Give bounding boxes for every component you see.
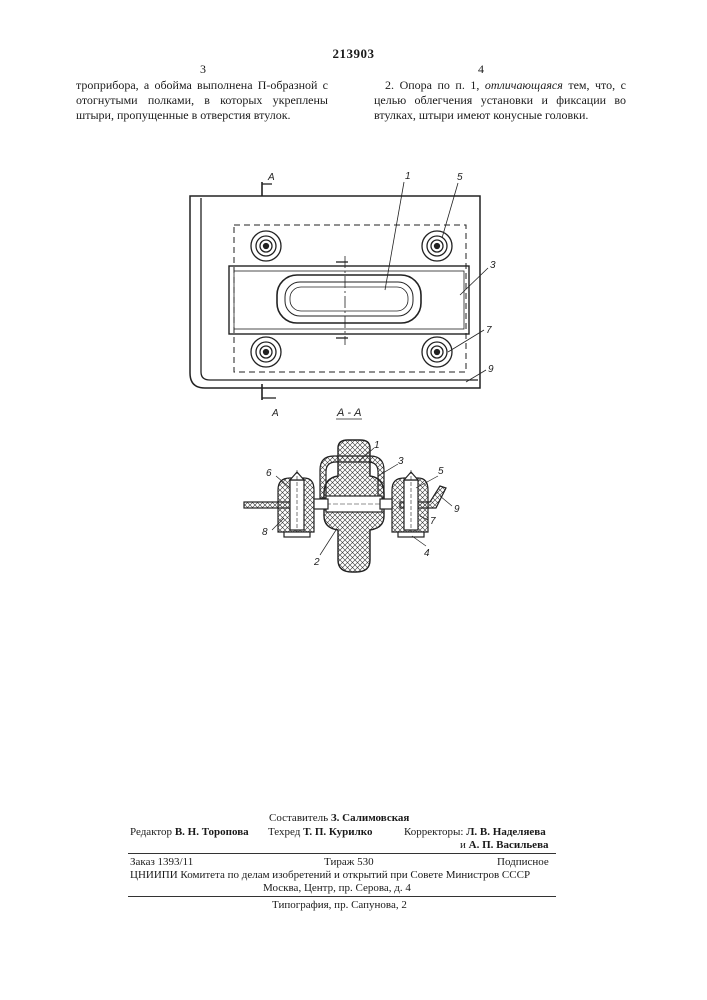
correctors-label: Корректоры: (404, 826, 463, 838)
label-6-section: 6 (266, 468, 272, 479)
label-3-top: 3 (490, 260, 496, 271)
printing-line: Типография, пр. Сапунова, 2 (272, 899, 407, 912)
label-8-section: 8 (262, 527, 268, 538)
patent-drawing: А А 1 5 3 7 9 А - А (0, 0, 707, 600)
bushing-top-left (251, 231, 281, 261)
corrector-2-line: и А. П. Васильева (460, 839, 549, 852)
section-marker-bottom: А (271, 408, 279, 419)
compiler-name: З. Салимовская (331, 812, 410, 824)
section-marker-top: А (267, 172, 275, 183)
bushing-bottom-left (251, 337, 281, 367)
footer-divider (128, 853, 556, 854)
address-line: Москва, Центр, пр. Серова, д. 4 (263, 882, 411, 895)
section-view (244, 440, 452, 572)
correctors-line: Корректоры: Л. В. Наделяева (404, 826, 546, 839)
bushing-bottom-right (422, 337, 452, 367)
label-1-section: 1 (374, 440, 380, 451)
label-3-section: 3 (398, 456, 404, 467)
footer-divider-2 (128, 896, 556, 897)
label-1-top: 1 (405, 171, 411, 182)
editor-name: В. Н. Торопова (175, 826, 249, 838)
subscription: Подписное (497, 856, 549, 869)
label-7-section: 7 (430, 516, 436, 527)
bushing-top-right (422, 231, 452, 261)
label-5-section: 5 (438, 466, 444, 477)
compiler-label: Составитель (269, 812, 328, 824)
editor-label: Редактор (130, 826, 172, 838)
label-2-section: 2 (313, 557, 320, 568)
corrector-1: Л. В. Наделяева (466, 826, 545, 838)
compiler-line: Составитель З. Салимовская (269, 812, 409, 825)
label-5-top: 5 (457, 172, 463, 183)
circulation: Тираж 530 (324, 856, 374, 869)
corrector-2: А. П. Васильева (469, 839, 549, 851)
org-line: ЦНИИПИ Комитета по делам изобретений и о… (130, 869, 554, 882)
label-9-top: 9 (488, 364, 494, 375)
techred-line: Техред Т. П. Курилко (268, 826, 372, 839)
label-9-section: 9 (454, 504, 460, 515)
label-4-section: 4 (424, 548, 430, 559)
techred-label: Техред (268, 826, 300, 838)
corrector-2-prefix: и (460, 839, 466, 851)
editor-line: Редактор В. Н. Торопова (130, 826, 249, 839)
order-number: Заказ 1393/11 (130, 856, 193, 869)
section-title: А - А (336, 407, 361, 419)
techred-name: Т. П. Курилко (303, 826, 372, 838)
top-view (190, 182, 488, 400)
label-7-top: 7 (486, 325, 492, 336)
